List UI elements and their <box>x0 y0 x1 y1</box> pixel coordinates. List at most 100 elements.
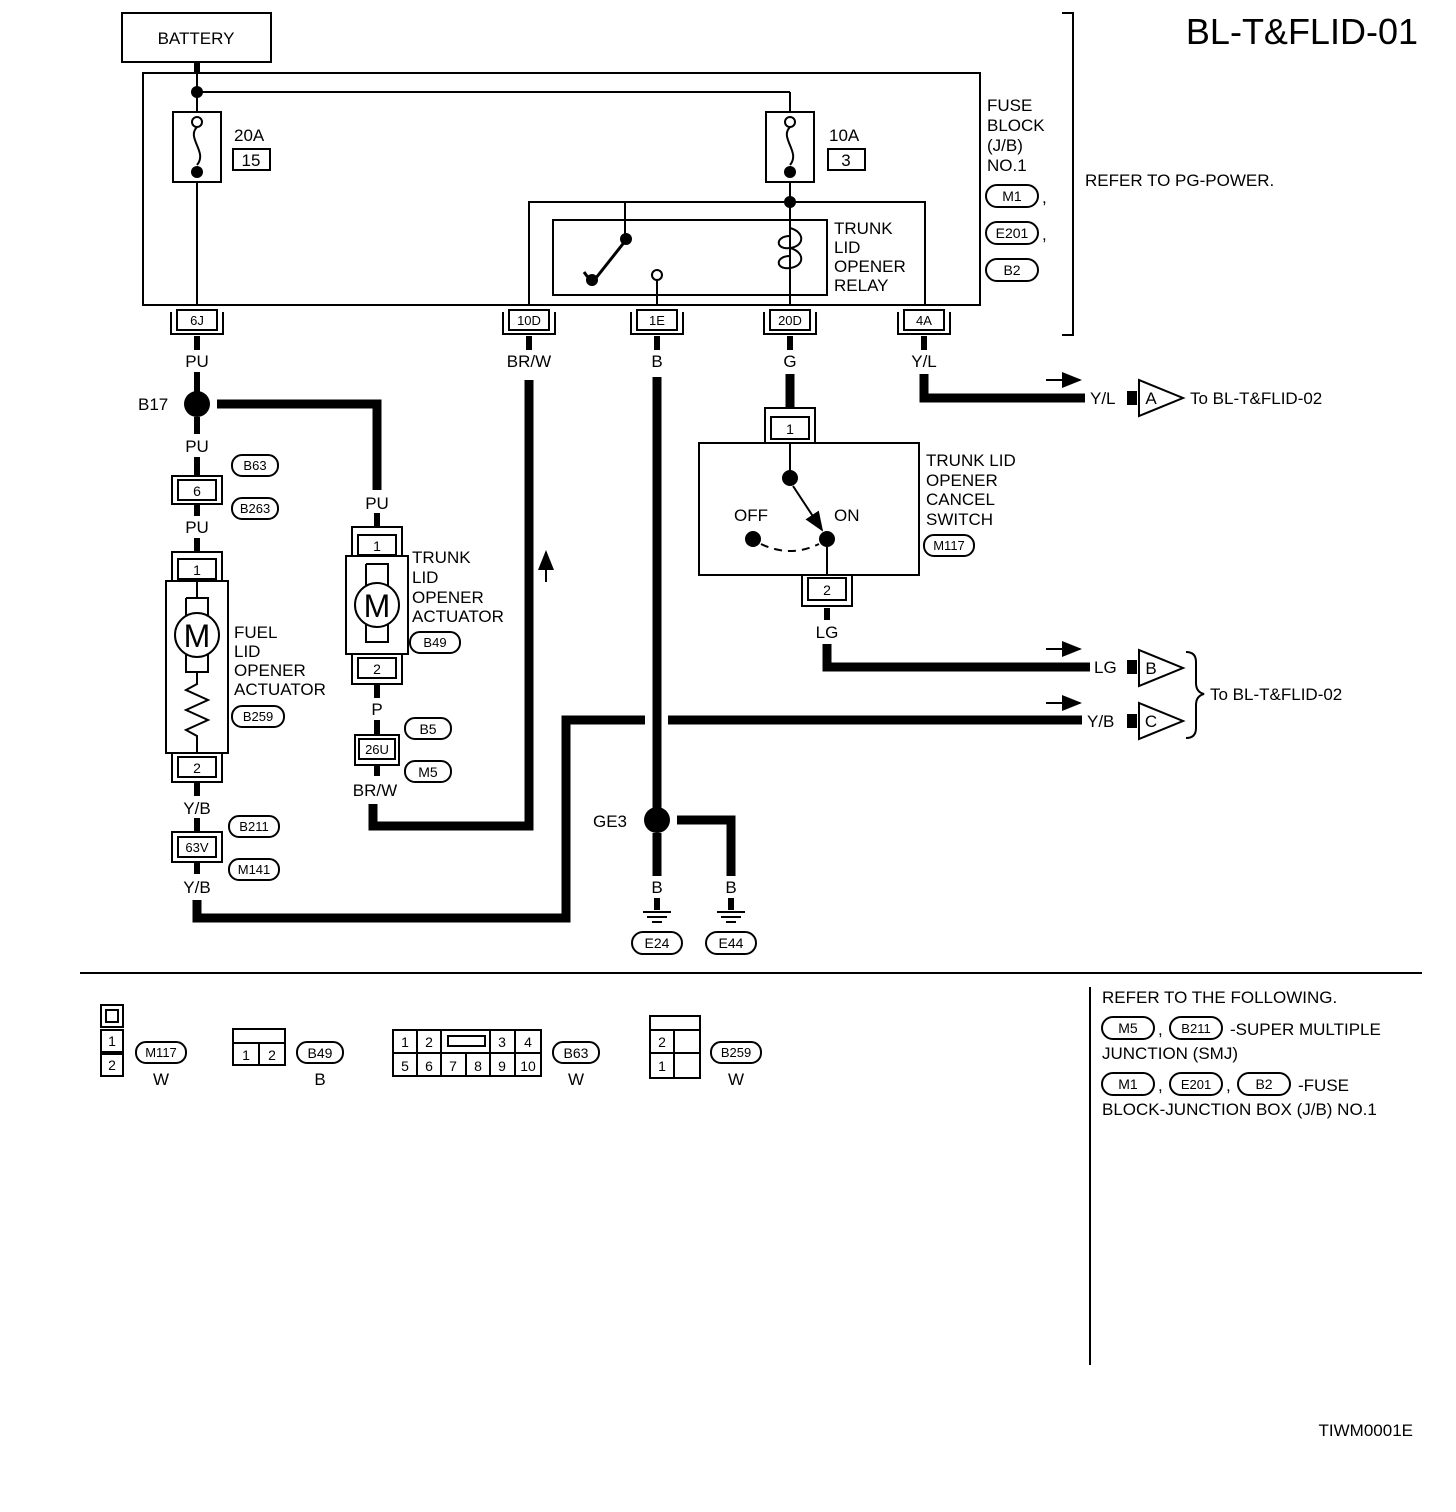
svg-text:B49: B49 <box>308 1045 333 1061</box>
output-c-wire: Y/B <box>1087 712 1114 731</box>
svg-text:M: M <box>364 588 391 624</box>
refer-jb-tag-1: M1 <box>1118 1076 1138 1092</box>
svg-text:8: 8 <box>474 1058 482 1074</box>
connector-6: 6 <box>171 475 223 505</box>
ground-junction-label: GE3 <box>593 812 627 831</box>
refer-smj-text-1: -SUPER MULTIPLE <box>1230 1020 1381 1039</box>
output-a-wire: Y/L <box>1090 389 1116 408</box>
terminal-1e: 1E <box>630 309 684 335</box>
refer-jb-tag-2: E201 <box>1181 1077 1211 1092</box>
connector-tag-b211: B211 <box>239 819 268 834</box>
outputs-bc-dest: To BL-T&FLID-02 <box>1210 685 1342 704</box>
output-b-wire: LG <box>1094 658 1117 677</box>
relay-label-2: LID <box>834 238 860 257</box>
svg-text:2: 2 <box>373 661 381 677</box>
svg-text:W: W <box>153 1070 169 1089</box>
connector-tag-b5: B5 <box>419 721 436 737</box>
ground-symbol-e24 <box>643 898 671 923</box>
svg-text:26U: 26U <box>365 742 389 757</box>
svg-text:2: 2 <box>425 1034 433 1050</box>
output-c-letter: C <box>1145 712 1157 731</box>
svg-text:4A: 4A <box>916 313 932 328</box>
fuel-actuator-label-1: FUEL <box>234 623 277 642</box>
relay-label-4: RELAY <box>834 276 889 295</box>
svg-text:9: 9 <box>498 1058 506 1074</box>
legend-m117: 1 2 M117 W <box>100 1004 187 1089</box>
svg-text:7: 7 <box>449 1058 457 1074</box>
svg-text:W: W <box>728 1070 744 1089</box>
cancel-switch-label-1: TRUNK LID <box>926 451 1016 470</box>
svg-text:10: 10 <box>520 1058 536 1074</box>
svg-text:10D: 10D <box>517 313 541 328</box>
svg-text:2: 2 <box>658 1034 666 1050</box>
refer-smj-tag-2: B211 <box>1181 1021 1210 1036</box>
refer-smj-text-2: JUNCTION (SMJ) <box>1102 1044 1238 1063</box>
fuse-block-label-1: FUSE <box>987 96 1032 115</box>
fuel-actuator-label-2: LID <box>234 642 260 661</box>
trunk-actuator-label-2: LID <box>412 568 438 587</box>
output-b-letter: B <box>1145 659 1156 678</box>
svg-text:B: B <box>314 1070 325 1089</box>
terminal-4a: 4A <box>897 309 951 335</box>
fuse-block-label-4: NO.1 <box>987 156 1027 175</box>
wire-label-pu-1: PU <box>185 352 209 371</box>
connector-tag-m5: M5 <box>418 764 438 780</box>
wire-label-yl-1: Y/L <box>911 352 937 371</box>
fuse-block-conn-e201: E201 <box>996 225 1029 241</box>
wire-label-pu-4: PU <box>365 494 389 513</box>
terminal-6j: 6J <box>170 309 224 335</box>
fuse-20a-number: 15 <box>242 151 261 170</box>
fuel-actuator-conn: B259 <box>243 709 273 724</box>
svg-text:2: 2 <box>823 582 831 598</box>
ground-e24: E24 <box>645 935 670 951</box>
svg-text:6: 6 <box>425 1058 433 1074</box>
svg-text:1: 1 <box>786 421 794 437</box>
fuse-10a-rating: 10A <box>829 126 860 145</box>
fuse-block-label-2: BLOCK <box>987 116 1045 135</box>
svg-text:4: 4 <box>524 1034 532 1050</box>
trunk-actuator-label-4: ACTUATOR <box>412 607 504 626</box>
svg-text:M117: M117 <box>145 1045 177 1060</box>
wire-label-p: P <box>371 700 382 719</box>
cancel-switch-label-2: OPENER <box>926 471 998 490</box>
legend-b63: 1 2 3 4 5 6 7 8 9 10 B63 W <box>392 1029 600 1089</box>
legend-b259: 2 1 B259 W <box>649 1015 762 1089</box>
trunk-actuator-label-3: OPENER <box>412 588 484 607</box>
svg-text:1: 1 <box>242 1047 250 1063</box>
wire-label-b-1: B <box>651 352 662 371</box>
wire-label-yb-2: Y/B <box>183 878 210 897</box>
fuse-block-label-3: (J/B) <box>987 136 1023 155</box>
switch-off-label: OFF <box>734 506 768 525</box>
fuel-lid-actuator: 1 M 2 <box>165 551 229 783</box>
svg-text:6: 6 <box>193 483 201 499</box>
svg-text:2: 2 <box>193 760 201 776</box>
svg-text:,: , <box>1042 225 1047 244</box>
wire-label-yb-1: Y/B <box>183 799 210 818</box>
diagram-title: BL-T&FLID-01 <box>1186 11 1418 52</box>
battery-label: BATTERY <box>158 29 235 48</box>
wire-label-lg: LG <box>816 623 839 642</box>
cancel-switch-label-3: CANCEL <box>926 490 995 509</box>
output-a-dest: To BL-T&FLID-02 <box>1190 389 1322 408</box>
fuel-motor-icon <box>174 612 220 658</box>
svg-text:B259: B259 <box>721 1045 751 1060</box>
ground-symbol-e44 <box>717 898 745 923</box>
figure-code: TIWM0001E <box>1319 1421 1413 1440</box>
wire-label-b-2: B <box>651 878 662 897</box>
legend-b49: 1 2 B49 B <box>232 1028 344 1089</box>
svg-text:,: , <box>1158 1020 1163 1039</box>
terminal-10d: 10D <box>502 309 556 335</box>
svg-text:3: 3 <box>498 1034 506 1050</box>
svg-text:,: , <box>1158 1076 1163 1095</box>
trunk-actuator-conn: B49 <box>423 635 446 650</box>
trunk-motor-icon <box>354 582 400 628</box>
trunk-lid-actuator: 1 M 2 <box>345 526 409 685</box>
relay-label-3: OPENER <box>834 257 906 276</box>
connector-63v: 63V <box>171 831 223 863</box>
svg-text:1: 1 <box>658 1058 666 1074</box>
svg-text:1: 1 <box>108 1033 116 1049</box>
svg-text:5: 5 <box>401 1058 409 1074</box>
wire-label-g: G <box>783 352 796 371</box>
refer-jb-text-2: BLOCK-JUNCTION BOX (J/B) NO.1 <box>1102 1100 1377 1119</box>
svg-text:1: 1 <box>401 1034 409 1050</box>
